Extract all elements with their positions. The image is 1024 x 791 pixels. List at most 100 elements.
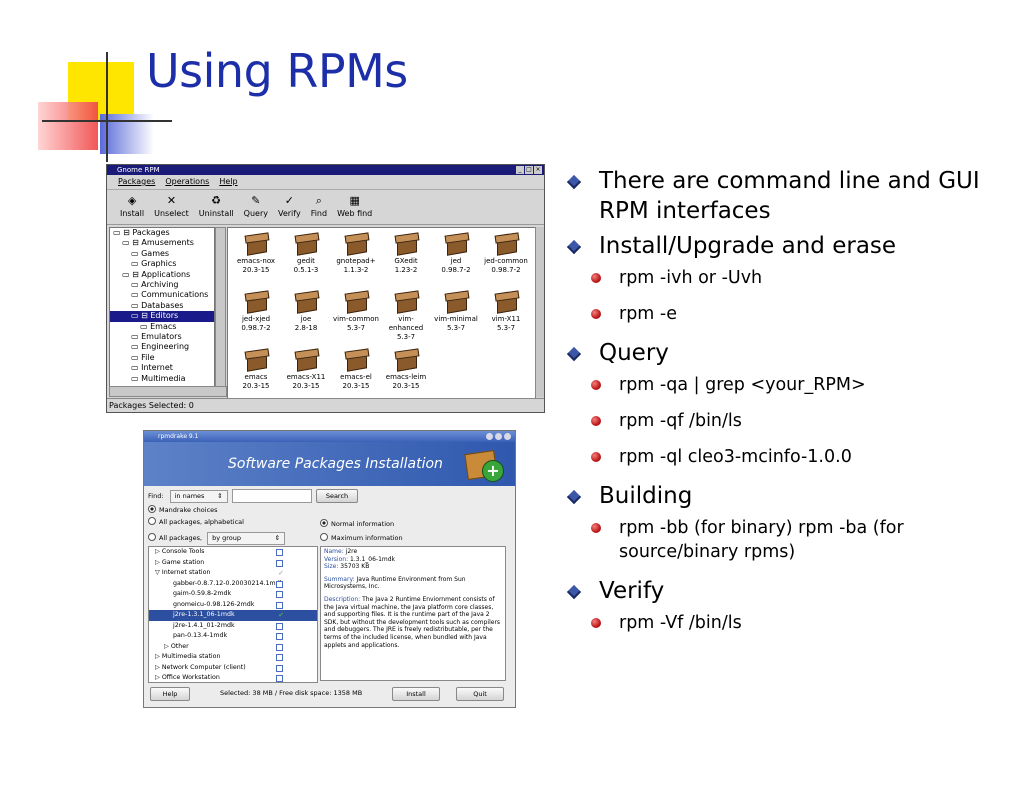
menu-operations[interactable]: Operations [165,177,210,186]
horizontal-rule [42,120,172,122]
find-input[interactable] [232,489,312,503]
tree-node[interactable]: ▭ Multimedia [110,374,214,384]
package-tree-row[interactable]: ▷ Game station [149,558,317,569]
option-all-by-group[interactable]: All packages, by group ⇕ [148,532,286,545]
package-tree-row[interactable]: j2re-1.4.1_01-2mdk [149,621,317,632]
checkbox-icon[interactable] [276,633,283,640]
find-mode-select[interactable]: in names ⇕ [169,490,228,503]
checkbox-icon[interactable] [276,622,283,630]
checkbox-icon[interactable] [276,675,283,682]
gnome-rpm-status: Packages Selected: 0 [107,398,544,412]
checkbox-icon[interactable] [276,654,283,661]
help-button[interactable]: Help [150,687,190,701]
partial-check-icon[interactable]: ✓ [278,569,284,577]
option-all-alphabetical[interactable]: All packages, alphabetical [148,517,244,527]
tool-find-button[interactable]: ⌕Find [306,190,332,224]
tree-node[interactable]: ▭ Engineering [110,342,214,352]
tree-node-label: Multimedia [141,373,186,383]
package-tree-row[interactable]: pan-0.13.4-1mdk [149,631,317,642]
package-tree-row[interactable]: ▷ Multimedia station [149,652,317,663]
package-tree-row[interactable]: j2re-1.3.1_06-1mdk✔ [149,610,317,621]
checkbox-icon[interactable] [276,643,283,651]
checkbox-icon[interactable] [276,549,283,556]
tree-node[interactable]: ▭ Internet [110,363,214,373]
name-value: j2re [345,548,358,555]
tree-node[interactable]: ▭ Graphics [110,259,214,269]
close-icon[interactable]: × [534,166,542,174]
tool-label: Web find [337,209,373,218]
checkbox-icon[interactable] [276,580,283,588]
tree-scrollbar[interactable] [215,227,226,387]
quit-button[interactable]: Quit [456,687,504,701]
checkbox-icon[interactable] [276,601,283,609]
tree-node[interactable]: ▭ ⊟ Packages [110,228,214,238]
checkmark-icon[interactable]: ✔ [278,611,284,619]
tree-node[interactable]: ▭ ⊟ Applications [110,270,214,280]
search-button[interactable]: Search [316,489,358,503]
tree-node[interactable]: ▭ Databases [110,301,214,311]
option-mandrake-choices[interactable]: Mandrake choices [148,505,218,515]
package-view-scrollbar[interactable] [535,227,544,397]
tree-node[interactable]: ▭ Emacs [110,322,214,332]
tree-node[interactable]: ▭ Communications [110,290,214,300]
tool-install-button[interactable]: ◈Install [115,190,149,224]
maximize-icon[interactable]: □ [525,166,533,174]
tree-node[interactable]: ▭ Emulators [110,332,214,342]
package-tree-row[interactable]: ▷ Console Tools [149,547,317,558]
tool-uninstall-button[interactable]: ♻Uninstall [194,190,239,224]
install-icon: ◈ [127,194,137,207]
menu-help[interactable]: Help [219,177,238,186]
package-tree-row[interactable]: ▽ Internet station✓ [149,568,317,579]
checkbox-icon[interactable] [276,664,283,672]
tool-query-button[interactable]: ✎Query [239,190,273,224]
package-item[interactable]: gnotepad+1.1.3-2 [332,228,380,286]
tool-web-find-button[interactable]: ▦Web find [332,190,377,224]
package-tree-row[interactable]: ▷ Network Computer (client) [149,663,317,674]
option-normal-info[interactable]: Normal information [320,519,394,529]
package-tree-row[interactable]: ▷ Other [149,642,317,653]
install-button[interactable]: Install [392,687,440,701]
tree-node[interactable]: ▭ Games [110,249,214,259]
package-tree-row[interactable]: gabber-0.8.7.12-0.20030214.1mdk [149,579,317,590]
minimize-icon[interactable] [486,433,493,440]
package-group-tree[interactable]: ▭ ⊟ Packages▭ ⊟ Amusements▭ Games▭ Graph… [109,227,215,387]
close-icon[interactable] [504,433,511,440]
checkbox-icon[interactable] [276,559,283,567]
tree-node[interactable]: ▭ Archiving [110,280,214,290]
package-tree-row[interactable]: gnomeicu-0.98.126-2mdk [149,600,317,611]
tool-unselect-button[interactable]: ✕Unselect [149,190,194,224]
maximize-icon[interactable] [495,433,502,440]
package-tree-row[interactable]: gaim-0.59.8-2mdk [149,589,317,600]
tree-node[interactable]: ▭ ⊟ Editors [110,311,214,322]
sub-bullet-item: rpm -ql cleo3-mcinfo-1.0.0 [566,445,1006,469]
menu-packages[interactable]: Packages [118,177,156,186]
group-mode-select[interactable]: by group ⇕ [207,532,286,545]
package-tree-list[interactable]: ▷ Console Tools▷ Game station▽ Internet … [148,546,318,683]
diamond-bullet-icon [566,174,582,190]
tree-node[interactable]: ▭ ⊟ Amusements [110,238,214,248]
tree-horizontal-scrollbar[interactable] [109,386,227,397]
rpmdrake-window-title: rpmdrake 9.1 [158,433,199,440]
tree-node[interactable]: ▭ File [110,353,214,363]
minimize-icon[interactable]: _ [516,166,524,174]
checkbox-icon[interactable] [276,591,283,598]
tool-verify-button[interactable]: ✓Verify [273,190,306,224]
tree-node-label: Emacs [150,321,177,331]
option-maximum-info[interactable]: Maximum information [320,533,403,543]
package-tree-row[interactable]: ▷ Office Workstation [149,673,317,682]
